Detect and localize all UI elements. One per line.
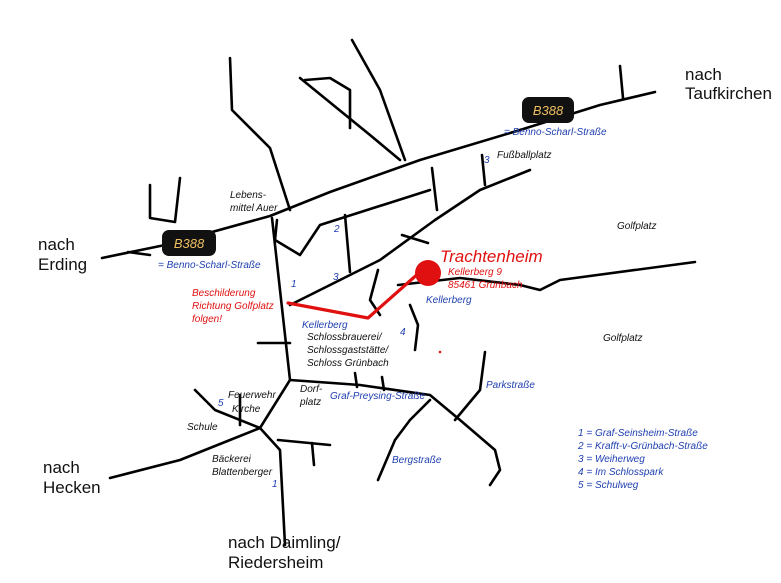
destination-marker — [415, 260, 441, 286]
landmark-dorfplatz-2: platz — [299, 397, 321, 408]
street-number-1-bottom: 1 — [272, 479, 278, 490]
road-west-small — [126, 250, 152, 257]
landmark-schule: Schule — [187, 422, 218, 433]
direction-hecken-line2: Hecken — [43, 478, 101, 497]
destination-address-2: 85461 Grünbach — [448, 280, 523, 291]
legend-item-2: 2 = Krafft-v-Grünbach-Straße — [577, 441, 708, 452]
landmark-golfplatz-2: Golfplatz — [603, 333, 642, 344]
landmark-schlossbrauerei-2: Schlossgaststätte/ — [307, 345, 389, 356]
road-weiherweg — [288, 168, 532, 307]
street-number-5: 5 — [218, 398, 224, 409]
badge-b388-west: B388 — [162, 230, 216, 256]
street-number-4: 4 — [400, 327, 406, 338]
signage-line3: folgen! — [192, 314, 222, 325]
legend: 1 = Graf-Seinsheim-Straße 2 = Krafft-v-G… — [577, 428, 708, 491]
landmark-schlossbrauerei-1: Schlossbrauerei/ — [307, 332, 383, 343]
legend-item-4: 4 = Im Schlosspark — [578, 467, 664, 478]
street-graf-preysing: Graf-Preysing-Straße — [330, 391, 425, 402]
signage-line1: Beschilderung — [192, 288, 256, 299]
road-fussball — [480, 153, 487, 187]
road-south-east — [276, 438, 332, 447]
direction-taufkirchen-line2: Taufkirchen — [685, 84, 772, 103]
street-number-2: 2 — [333, 224, 340, 235]
road-feuerwehr — [193, 388, 262, 430]
landmark-lebensmittel-2: mittel Auer — [230, 203, 278, 214]
road-im-schlosspark — [408, 303, 420, 352]
direction-erding-line2: Erding — [38, 255, 87, 274]
road-north-4 — [350, 38, 407, 162]
road-west-spur — [148, 176, 182, 224]
road-schulweg — [108, 426, 262, 480]
landmark-baeckerei-1: Bäckerei — [212, 454, 252, 465]
destination-title: Trachtenheim — [440, 247, 543, 266]
signage-line2: Richtung Golfplatz — [192, 301, 274, 312]
road-north-2 — [303, 76, 352, 130]
road-short-2 — [430, 166, 439, 212]
direction-taufkirchen-line1: nach — [685, 65, 722, 84]
road-north-3 — [298, 76, 402, 162]
street-bergstrasse: Bergstraße — [392, 455, 442, 466]
legend-item-3: 3 = Weiherweg — [578, 454, 645, 465]
road-short-4 — [353, 371, 359, 389]
landmark-schlossbrauerei-3: Schloss Grünbach — [307, 358, 389, 369]
direction-hecken-line1: nach — [43, 458, 80, 477]
landmark-feuerwehr-1: Feuerwehr — [228, 390, 276, 401]
road-kellerberg — [396, 260, 697, 292]
route-to-trachtenheim — [286, 260, 442, 354]
landmark-lebensmittel-1: Lebens- — [230, 190, 267, 201]
road-graf-seinsheim — [258, 216, 292, 547]
road-bergstrasse — [376, 398, 432, 482]
street-number-1-top: 1 — [291, 279, 297, 290]
road-short-3 — [400, 233, 430, 245]
small-dot — [438, 350, 442, 354]
road-short-1 — [343, 213, 352, 274]
landmark-baeckerei-2: Blattenberger — [212, 467, 273, 478]
badge-b388-east: B388 — [522, 97, 574, 123]
road-parkstrasse — [453, 350, 487, 422]
street-kellerberg-2: Kellerberg — [426, 295, 472, 306]
road-spur-ne — [618, 64, 625, 100]
street-number-3-right: 3 — [484, 155, 490, 166]
legend-item-5: 5 = Schulweg — [578, 480, 639, 491]
road-krafft — [273, 188, 432, 257]
road-short-5 — [380, 375, 386, 392]
badge-b388-east-label: B388 — [533, 103, 564, 118]
street-number-3-left: 3 — [333, 272, 339, 283]
landmark-feuerwehr-2: Kirche — [232, 404, 261, 415]
landmark-fussballplatz: Fußballplatz — [497, 150, 551, 161]
landmark-dorfplatz-1: Dorf- — [300, 384, 323, 395]
label-benno-scharl-east: = Benno-Scharl-Straße — [504, 127, 607, 138]
landmark-golfplatz-1: Golfplatz — [617, 221, 656, 232]
road-graf-preysing — [288, 378, 502, 487]
street-kellerberg-1: Kellerberg — [302, 320, 348, 331]
label-benno-scharl-west: = Benno-Scharl-Straße — [158, 260, 261, 271]
route-line — [286, 270, 422, 320]
direction-erding-line1: nach — [38, 235, 75, 254]
road-north-1 — [228, 56, 292, 212]
badge-b388-west-label: B388 — [174, 236, 205, 251]
destination-address-1: Kellerberg 9 — [448, 267, 502, 278]
legend-item-1: 1 = Graf-Seinsheim-Straße — [578, 428, 698, 439]
road-network — [100, 38, 697, 547]
direction-daimling-line1: nach Daimling/ — [228, 533, 341, 552]
street-parkstrasse: Parkstraße — [486, 380, 535, 391]
direction-daimling-line2: Riedersheim — [228, 553, 323, 572]
road-short-7 — [310, 441, 316, 467]
